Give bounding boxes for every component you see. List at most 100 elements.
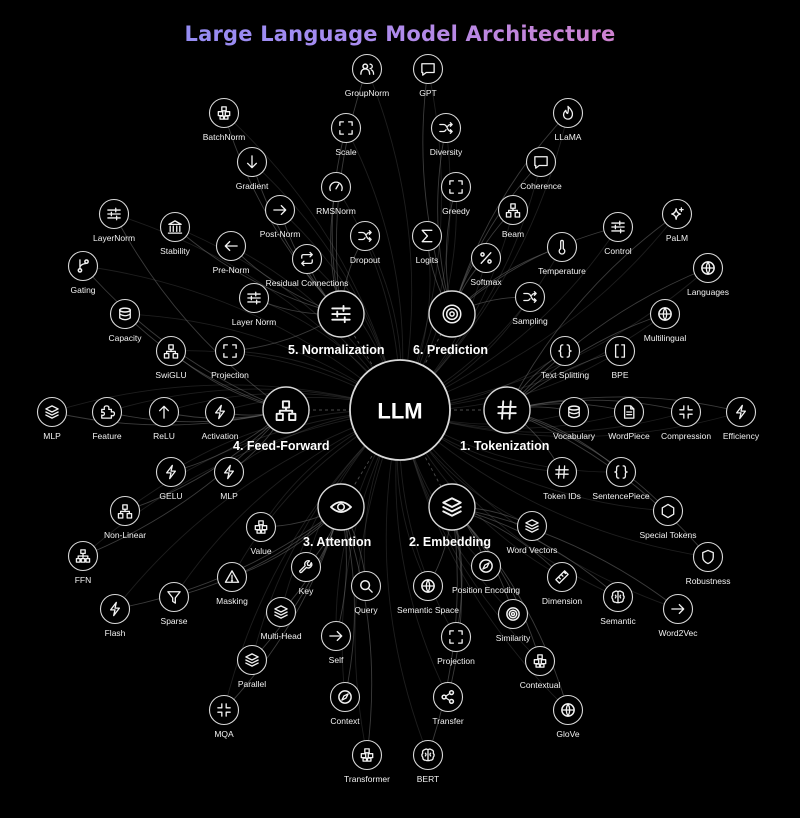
category-circle bbox=[428, 290, 476, 338]
node-batchnorm: BatchNorm bbox=[203, 97, 245, 142]
globe-icon bbox=[658, 307, 672, 321]
node-label: Flash bbox=[105, 628, 126, 638]
node-transformer: Transformer bbox=[344, 739, 390, 784]
node-rmsnorm: RMSNorm bbox=[316, 171, 356, 216]
node-label: Projection bbox=[437, 656, 475, 666]
node-layernorm: LayerNorm bbox=[93, 198, 135, 243]
puzzle-icon bbox=[101, 405, 116, 419]
gauge-icon bbox=[329, 181, 343, 192]
node-circle bbox=[245, 511, 277, 543]
node-label: Feature bbox=[92, 431, 122, 441]
layers-icon bbox=[45, 405, 59, 419]
node-label: GloVe bbox=[556, 729, 579, 739]
network-icon bbox=[117, 504, 133, 519]
node-circle bbox=[430, 112, 462, 144]
chat-icon bbox=[534, 156, 548, 169]
bank-icon bbox=[167, 220, 183, 234]
node-circle bbox=[725, 396, 757, 428]
category-attention bbox=[317, 483, 365, 531]
document-icon bbox=[623, 405, 635, 419]
edge bbox=[451, 112, 569, 315]
globe-icon bbox=[561, 703, 575, 717]
node-contextual: Contextual bbox=[520, 645, 561, 690]
node-capacity: Capacity bbox=[108, 298, 142, 343]
node-layer-norm: Layer Norm bbox=[232, 282, 276, 327]
node-label: Post-Norm bbox=[260, 229, 301, 239]
node-label: Token IDs bbox=[543, 491, 581, 501]
compass-icon bbox=[479, 559, 493, 573]
percent-icon bbox=[480, 252, 492, 264]
node-circle bbox=[67, 250, 99, 282]
repeat-icon bbox=[301, 251, 313, 267]
edge bbox=[506, 213, 678, 411]
node-circle bbox=[412, 53, 444, 85]
wrench-icon bbox=[299, 560, 313, 574]
globe-icon bbox=[421, 579, 435, 593]
category-normalization bbox=[317, 290, 365, 338]
category-prediction bbox=[428, 290, 476, 338]
shrink-icon bbox=[217, 703, 231, 717]
scan-icon bbox=[449, 180, 463, 194]
node-circle bbox=[604, 335, 636, 367]
node-circle bbox=[350, 570, 382, 602]
category-circle bbox=[483, 386, 531, 434]
node-label: Parallel bbox=[238, 679, 266, 689]
arrow-right-icon bbox=[671, 603, 685, 615]
edge bbox=[340, 506, 373, 756]
layers-icon bbox=[245, 653, 259, 667]
node-label: Vocabulary bbox=[553, 431, 596, 441]
node-word2vec: Word2Vec bbox=[658, 593, 698, 638]
node-label: FFN bbox=[75, 575, 92, 585]
node-circle bbox=[329, 681, 361, 713]
node-label: Logits bbox=[416, 255, 439, 265]
node-wordpiece: WordPiece bbox=[608, 396, 650, 441]
category-label: 4. Feed-Forward bbox=[233, 439, 330, 453]
node-circle bbox=[208, 97, 240, 129]
node-beam: Beam bbox=[497, 194, 529, 239]
node-label: BPE bbox=[611, 370, 628, 380]
edge bbox=[113, 213, 287, 411]
branch-icon bbox=[77, 259, 89, 273]
shuffle-icon bbox=[439, 122, 453, 134]
node-bpe: BPE bbox=[604, 335, 636, 380]
node-circle bbox=[652, 495, 684, 527]
node-circle bbox=[330, 112, 362, 144]
node-sparse: Sparse bbox=[158, 581, 190, 626]
node-label: Greedy bbox=[442, 206, 471, 216]
node-masking: Masking bbox=[216, 561, 248, 606]
node-label: Languages bbox=[687, 287, 729, 297]
node-gating: Gating bbox=[67, 250, 99, 295]
node-label: Value bbox=[250, 546, 271, 556]
node-label: GPT bbox=[419, 88, 436, 98]
category-circle bbox=[317, 483, 365, 531]
node-circle bbox=[497, 598, 529, 630]
target-icon bbox=[506, 607, 520, 621]
node-label: WordPiece bbox=[608, 431, 650, 441]
arrow-down-icon bbox=[246, 155, 258, 169]
node-label: Contextual bbox=[520, 680, 561, 690]
braces-icon bbox=[614, 465, 628, 479]
node-sentencepiece: SentencePiece bbox=[592, 456, 650, 501]
node-label: LayerNorm bbox=[93, 233, 135, 243]
category-label: 2. Embedding bbox=[409, 535, 491, 549]
node-label: Context bbox=[330, 716, 360, 726]
node-temperature: Temperature bbox=[538, 231, 586, 276]
node-swiglu: SwiGLU bbox=[155, 335, 187, 380]
node-projection: Projection bbox=[437, 621, 475, 666]
node-label: Transformer bbox=[344, 774, 390, 784]
node-query: Query bbox=[350, 570, 382, 615]
node-circle bbox=[661, 198, 693, 230]
users-icon bbox=[360, 63, 375, 75]
node-efficiency: Efficiency bbox=[723, 396, 760, 441]
hash-icon bbox=[497, 400, 517, 420]
node-text-splitting: Text Splitting bbox=[541, 335, 589, 380]
node-non-linear: Non-Linear bbox=[104, 495, 146, 540]
node-multilingual: Multilingual bbox=[644, 298, 686, 343]
node-label: Text Splitting bbox=[541, 370, 589, 380]
node-circle bbox=[546, 231, 578, 263]
node-label: Robustness bbox=[686, 576, 731, 586]
arrow-left-icon bbox=[224, 240, 238, 252]
chat-icon bbox=[421, 63, 435, 76]
node-label: Gating bbox=[70, 285, 95, 295]
